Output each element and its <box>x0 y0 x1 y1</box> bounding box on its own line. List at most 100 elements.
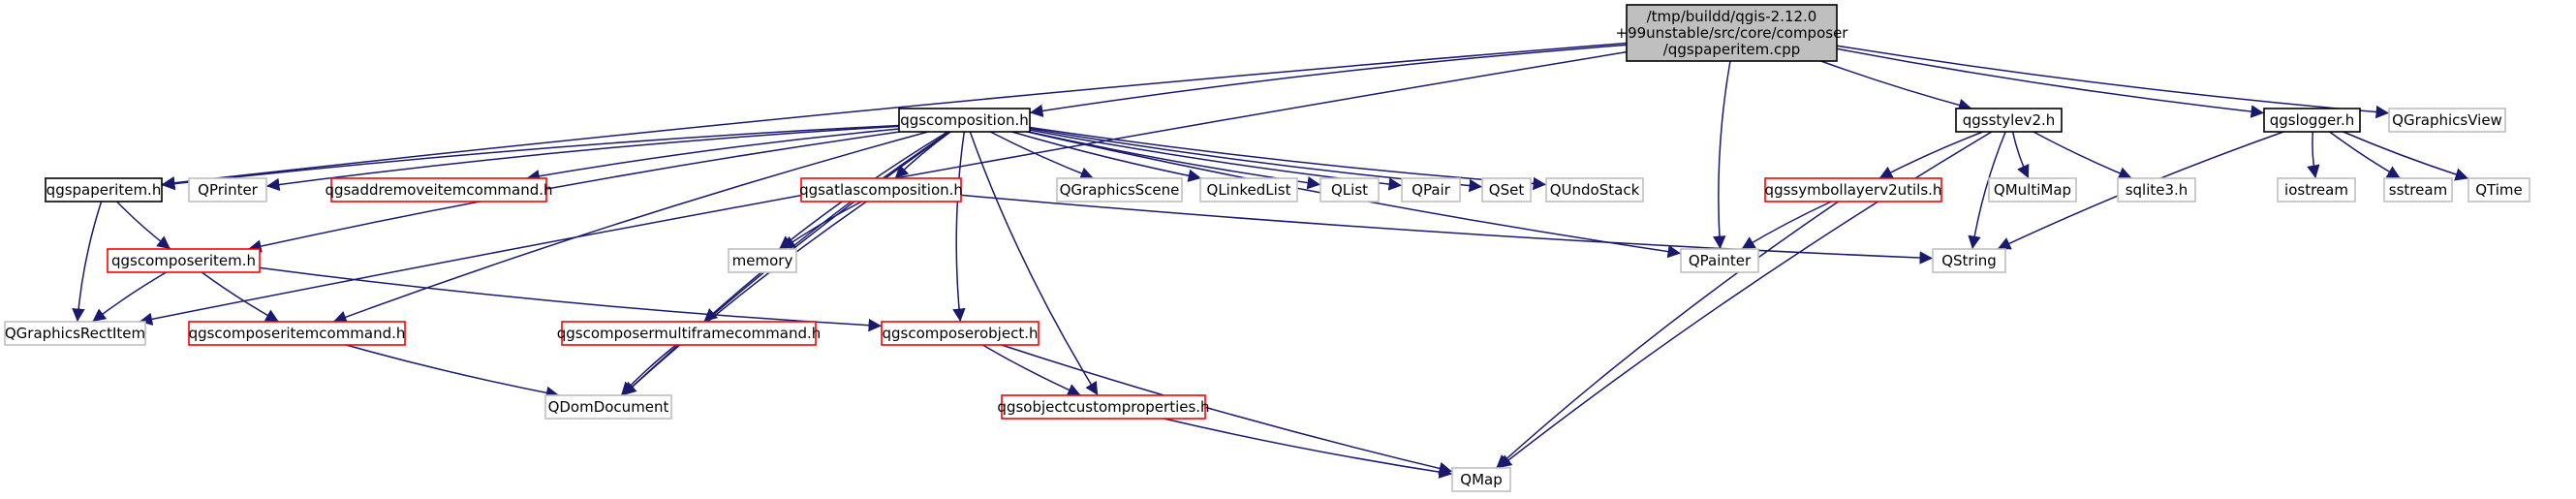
node-label-QList: QList <box>1331 181 1368 199</box>
node-box-qgsobjectcustom <box>1001 394 1206 420</box>
node-label-QPair: QPair <box>1412 181 1451 199</box>
node-qgscomposition[interactable]: qgscomposition.h <box>898 108 1031 133</box>
node-iostream[interactable]: iostream <box>2277 177 2356 203</box>
edge-qgsstylev2-to-sqlite3 <box>2033 131 2132 180</box>
edge-qgsstylev2-to-qgssymbollayer <box>1878 131 1984 179</box>
node-qgscomposermultiframe[interactable]: qgscomposermultiframecommand.h <box>557 321 822 346</box>
edge-qgscomposition-to-QUndoStack <box>1029 126 1547 191</box>
edge-qgssymbollayer-to-QPainter <box>1741 201 1832 250</box>
node-label-root: +99unstable/src/core/composer <box>1616 24 1849 42</box>
node-label-qgscomposerobject: qgscomposerobject.h <box>883 325 1039 342</box>
node-QPrinter[interactable]: QPrinter <box>188 177 267 203</box>
node-QPainter[interactable]: QPainter <box>1680 248 1759 273</box>
edge-qgscomposition-to-qgsobjectcustom <box>969 131 1099 396</box>
node-qgscomposerobject[interactable]: qgscomposerobject.h <box>881 321 1040 346</box>
node-label-QGraphicsScene: QGraphicsScene <box>1060 181 1180 199</box>
node-QGraphicsView[interactable]: QGraphicsView <box>2388 108 2506 133</box>
edge-qgsstylev2-to-QString <box>1968 131 2006 250</box>
node-box-qgsstylev2 <box>1955 108 2063 133</box>
node-sstream[interactable]: sstream <box>2383 177 2453 203</box>
node-qgscomposeritem[interactable]: qgscomposeritem.h <box>107 248 261 273</box>
node-label-QSet: QSet <box>1489 181 1525 199</box>
node-label-sstream: sstream <box>2389 181 2447 199</box>
node-box-QPrinter <box>188 177 267 203</box>
node-qgssymbollayer[interactable]: qgssymbollayerv2utils.h <box>1764 177 1942 203</box>
node-QMultiMap[interactable]: QMultiMap <box>1988 177 2077 203</box>
edge-qgsstylev2-to-QMap <box>1498 131 1993 469</box>
node-box-QUndoStack <box>1545 177 1644 203</box>
node-box-QList <box>1319 177 1380 203</box>
node-label-iostream: iostream <box>2284 181 2348 199</box>
node-qgsatlas[interactable]: qgsatlascomposition.h <box>799 177 963 203</box>
edge-qgscomposermultiframe-to-QDomDocument <box>620 344 677 396</box>
edge-qgscomposeritem-to-qgscomposeritemcommand <box>201 271 280 323</box>
node-box-QSet <box>1481 177 1532 203</box>
node-label-root: /qgspaperitem.cpp <box>1663 41 1801 58</box>
edge-qgscomposition-to-QPrinter <box>265 125 900 192</box>
edge-qgscomposeritemcommand-to-QDomDocument <box>346 344 560 400</box>
node-qgspaperitem[interactable]: qgspaperitem.h <box>45 177 163 203</box>
node-box-QString <box>1932 248 2006 273</box>
node-box-QGraphicsScene <box>1056 177 1183 203</box>
edge-qgscomposeritem-to-qgscomposerobject <box>259 266 883 332</box>
node-label-QPrinter: QPrinter <box>198 181 259 199</box>
edge-qgslogger-to-QTime <box>2343 131 2469 181</box>
node-QDomDocument[interactable]: QDomDocument <box>544 394 672 420</box>
node-box-QMap <box>1451 467 1511 492</box>
node-label-qgslogger: qgslogger.h <box>2270 111 2355 129</box>
node-box-sstream <box>2383 177 2453 203</box>
node-QString[interactable]: QString <box>1932 248 2006 273</box>
edge-root-to-qgscomposition <box>1029 44 1628 117</box>
node-memory[interactable]: memory <box>728 248 797 273</box>
edge-qgsobjectcustom-to-QMap <box>1164 418 1453 479</box>
node-box-QDomDocument <box>544 394 672 420</box>
node-QGraphicsRectItem[interactable]: QGraphicsRectItem <box>4 321 146 346</box>
edge-qgslogger-to-iostream <box>2307 131 2320 179</box>
node-root[interactable]: /tmp/buildd/qgis-2.12.0+99unstable/src/c… <box>1616 4 1849 62</box>
edge-qgscomposition-to-qgsaddremove <box>526 128 900 183</box>
node-label-qgscomposeritem: qgscomposeritem.h <box>111 252 256 269</box>
node-label-QString: QString <box>1941 252 1997 269</box>
node-box-QPainter <box>1680 248 1759 273</box>
node-box-qgspaperitem <box>45 177 163 203</box>
edge-qgscomposition-to-qgscomposeritemcommand <box>332 131 929 324</box>
node-box-qgscomposerobject <box>881 321 1040 346</box>
edge-root-to-QPainter <box>1713 60 1731 250</box>
node-label-qgsstylev2: qgsstylev2.h <box>1963 111 2056 129</box>
node-box-memory <box>728 248 797 273</box>
node-box-QPair <box>1401 177 1461 203</box>
node-label-memory: memory <box>732 252 793 269</box>
edge-qgscomposerobject-to-qgsobjectcustom <box>981 344 1081 396</box>
node-qgsobjectcustom[interactable]: qgsobjectcustomproperties.h <box>997 394 1210 420</box>
node-QList[interactable]: QList <box>1319 177 1380 203</box>
edge-qgscomposition-to-QList <box>1028 131 1321 190</box>
node-QSet[interactable]: QSet <box>1481 177 1532 203</box>
node-box-QLinkedList <box>1199 177 1298 203</box>
edge-root-to-qgspaperitem <box>161 42 1628 190</box>
node-qgsstylev2[interactable]: qgsstylev2.h <box>1955 108 2063 133</box>
node-qgslogger[interactable]: qgslogger.h <box>2263 108 2361 133</box>
node-QPair[interactable]: QPair <box>1401 177 1461 203</box>
node-QGraphicsScene[interactable]: QGraphicsScene <box>1056 177 1183 203</box>
node-QUndoStack[interactable]: QUndoStack <box>1545 177 1644 203</box>
node-qgscomposeritemcommand[interactable]: qgscomposeritemcommand.h <box>188 321 406 346</box>
node-QMap[interactable]: QMap <box>1451 467 1511 492</box>
node-label-qgssymbollayer: qgssymbollayerv2utils.h <box>1765 181 1942 199</box>
edge-qgscomposeritem-to-QGraphicsRectItem <box>91 271 167 323</box>
node-QTime[interactable]: QTime <box>2467 177 2530 203</box>
node-label-qgspaperitem: qgspaperitem.h <box>47 181 162 199</box>
node-QLinkedList[interactable]: QLinkedList <box>1199 177 1298 203</box>
node-box-qgscomposermultiframe <box>561 321 817 346</box>
edge-root-to-QGraphicsView <box>1836 45 2390 119</box>
node-qgsaddremove[interactable]: qgsaddremoveitemcommand.h <box>325 177 553 203</box>
edge-qgspaperitem-to-QGraphicsRectItem <box>72 201 103 323</box>
node-box-root <box>1626 4 1838 62</box>
node-box-qgssymbollayer <box>1764 177 1942 203</box>
edge-qgsstylev2-to-QMultiMap <box>2011 131 2030 179</box>
edge-qgsatlas-to-memory <box>781 201 862 250</box>
edge-qgsatlas-to-QDomDocument <box>622 201 867 396</box>
node-sqlite3[interactable]: sqlite3.h <box>2117 177 2196 203</box>
node-box-qgslogger <box>2263 108 2361 133</box>
node-box-QGraphicsView <box>2388 108 2506 133</box>
